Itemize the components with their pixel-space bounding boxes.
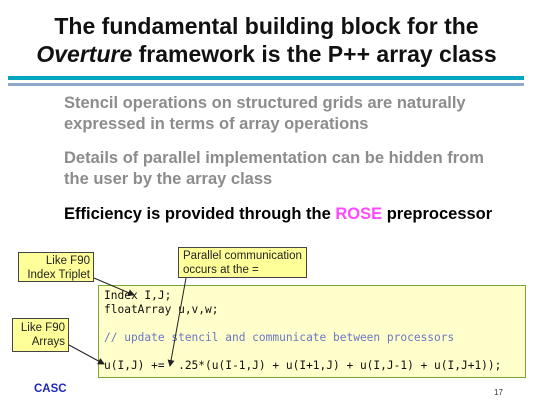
callout-f90-arrays: Like F90 Arrays bbox=[12, 318, 69, 352]
code-line-comment: // update stencil and communicate betwee… bbox=[104, 331, 455, 344]
arrow-parallel-communication bbox=[167, 277, 187, 367]
callout-parallel-line2: occurs at the = bbox=[183, 264, 259, 276]
title-line-1: The fundamental building block for the bbox=[54, 13, 479, 39]
callout-index-triplet: Like F90 Index Triplet bbox=[18, 252, 94, 282]
code-line-floatarray: floatArray u,v,w; bbox=[104, 303, 219, 316]
code-line-stencil: u(I,J) += .25*(u(I-1,J) + u(I+1,J) + u(I… bbox=[104, 359, 502, 372]
slide-title: The fundamental building block for the O… bbox=[0, 12, 533, 68]
callout-arrays-line2: Arrays bbox=[31, 336, 65, 348]
bullet-stencil: Stencil operations on structured grids a… bbox=[64, 94, 466, 133]
callout-parallel-line1: Parallel communication bbox=[183, 250, 302, 262]
bullet-efficiency-text: Efficiency is provided through the bbox=[64, 205, 336, 223]
callout-parallel-communication: Parallel communication occurs at the = bbox=[178, 247, 307, 278]
callout-index-triplet-line1: Like F90 bbox=[45, 255, 90, 267]
arrow-f90-arrays bbox=[68, 344, 105, 365]
rose-highlight: ROSE bbox=[335, 205, 383, 223]
title-line-2-rest: framework is the P++ array class bbox=[132, 41, 497, 67]
bullet-parallel: Details of parallel implementation can b… bbox=[64, 149, 484, 188]
title-line-2: Overture framework is the P++ array clas… bbox=[0, 40, 533, 68]
callout-arrays-line1: Like F90 bbox=[20, 322, 65, 334]
callout-index-triplet-line2: Index Triplet bbox=[27, 269, 90, 281]
casc-logo: CASC bbox=[34, 383, 67, 395]
arrow-index-triplet bbox=[93, 277, 135, 296]
bullet-efficiency: Efficiency is provided through the ROSE … bbox=[64, 204, 504, 225]
bullet-efficiency-tail: preprocessor bbox=[382, 205, 493, 223]
title-rule-bottom bbox=[8, 83, 524, 86]
title-italic-word: Overture bbox=[36, 41, 133, 67]
page-number: 17 bbox=[494, 388, 503, 397]
title-rule-top bbox=[8, 76, 524, 80]
